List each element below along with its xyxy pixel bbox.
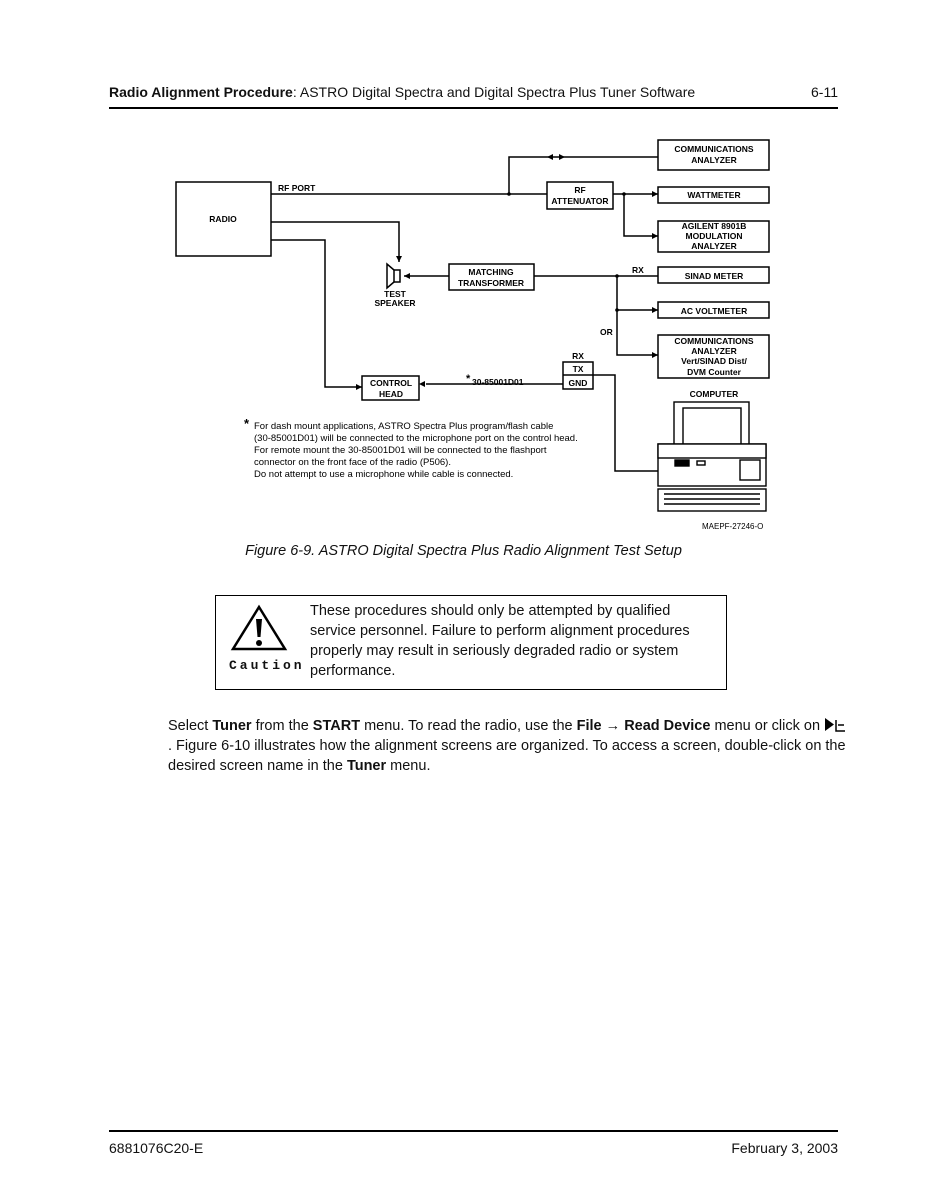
body-text: menu. To read the radio, use the: [360, 718, 577, 734]
body-text: menu or click on: [710, 718, 825, 734]
computer-icon: [657, 401, 767, 512]
rx-label: RX: [632, 265, 644, 275]
footnote-line-1: For dash mount applications, ASTRO Spect…: [254, 421, 553, 432]
wattmeter-box: [657, 186, 770, 204]
body-bold-start: START: [312, 718, 361, 734]
radio-label: RADIO: [209, 214, 237, 224]
computer-label: COMPUTER: [690, 389, 739, 399]
footnote-line-5: Do not attempt to use a microphone while…: [254, 469, 513, 480]
page-header: Radio Alignment Procedure: ASTRO Digital…: [109, 82, 838, 104]
footer-rule: [109, 1130, 838, 1132]
or-label: OR: [600, 327, 613, 337]
footnote-line-3: For remote mount the 30-85001D01 will be…: [254, 445, 547, 456]
footer-date: February 3, 2003: [731, 1140, 838, 1156]
body-bold-file: File: [576, 718, 602, 734]
footnote-line-4: connector on the front face of the radio…: [254, 457, 451, 468]
body-text: from the: [251, 718, 313, 734]
body-text: Select: [168, 718, 213, 734]
footnote-star: *: [244, 416, 250, 431]
page-footer: 6881076C20-E February 3, 2003: [109, 1140, 838, 1156]
ac-voltmeter-label: AC VOLTMETER: [681, 306, 747, 316]
matching-transformer-box: [448, 263, 535, 291]
body-text: . Figure 6-10 illustrates how the alignm…: [168, 738, 846, 774]
read-device-icon: [825, 718, 846, 732]
rf-attenuator-box: [546, 181, 614, 210]
rf-port-label: RF PORT: [278, 183, 316, 193]
header-title-bold: Radio Alignment Procedure: [109, 84, 293, 100]
radio-box: [175, 181, 272, 257]
rx-port-label: RX: [572, 351, 584, 361]
cable-star: *: [466, 373, 471, 385]
cable-label: 30-85001D01: [472, 377, 524, 387]
control-head-box: [361, 375, 420, 401]
body-bold-tuner-2: Tuner: [346, 758, 387, 774]
caution-word: Caution: [229, 658, 305, 673]
test-speaker-icon: [393, 269, 401, 283]
footnote-line-2: (30-85001D01) will be connected to the m…: [254, 433, 578, 444]
caution-box: Caution These procedures should only be …: [215, 595, 727, 690]
body-paragraph: Select Tuner from the START menu. To rea…: [168, 716, 848, 776]
figure-id: MAEPF-27246-O: [702, 522, 763, 531]
document-number: 6881076C20-E: [109, 1140, 204, 1156]
gnd-port-label: GND: [569, 378, 588, 388]
body-text: menu.: [386, 758, 431, 774]
warning-triangle-icon: [230, 604, 288, 651]
caution-text: These procedures should only be attempte…: [310, 603, 690, 679]
body-bold-tuner: Tuner: [212, 718, 252, 734]
page-number: 6-11: [811, 84, 838, 100]
sinad-meter-box: [657, 266, 770, 284]
comm-analyzer-2-box: [657, 334, 770, 379]
wattmeter-label: WATTMETER: [687, 190, 740, 200]
body-bold-read-device: Read Device: [624, 718, 711, 734]
header-title-rest: : ASTRO Digital Spectra and Digital Spec…: [292, 84, 696, 100]
figure-caption: Figure 6-9. ASTRO Digital Spectra Plus R…: [245, 543, 682, 559]
arrow-text: →: [601, 718, 625, 734]
comm-analyzer-1-box: [657, 139, 770, 171]
tx-port-label: TX: [573, 364, 584, 374]
sinad-meter-label: SINAD METER: [685, 271, 744, 281]
header-rule: [109, 107, 838, 109]
